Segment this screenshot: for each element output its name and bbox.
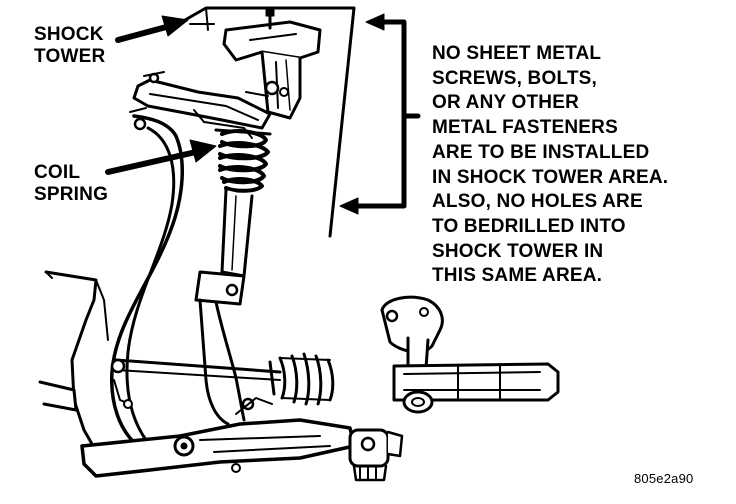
note-line: NO SHEET METAL bbox=[432, 43, 602, 64]
note-line: IN SHOCK TOWER AREA. bbox=[432, 166, 669, 188]
shock-tower-label-line-1: SHOCK bbox=[34, 24, 104, 45]
note-line: ARE TO BE INSTALLED bbox=[432, 141, 650, 163]
note-line: OR ANY OTHER bbox=[432, 92, 580, 114]
upper-control-arm bbox=[132, 71, 272, 139]
strut-body bbox=[194, 188, 254, 426]
note-line: TO BEDRILLED INTO bbox=[432, 215, 626, 237]
pipe-coupling bbox=[380, 295, 560, 414]
shock-tower-panel bbox=[176, 6, 356, 238]
subframe bbox=[38, 270, 109, 446]
coil-spring-arrow bbox=[105, 139, 217, 175]
note-line: SCREWS, BOLTS, bbox=[432, 67, 598, 89]
shock-tower-label: SHOCK TOWER bbox=[34, 24, 105, 68]
lower-control-arm bbox=[80, 397, 356, 478]
note-line: SHOCK TOWER IN bbox=[432, 240, 604, 262]
note-line: THIS SAME AREA. bbox=[432, 265, 603, 287]
coil-spring-label-line-1: COIL bbox=[34, 162, 81, 183]
coil-spring-label-line-2: SPRING bbox=[34, 184, 109, 205]
note-line: ALSO, NO HOLES ARE bbox=[432, 191, 643, 213]
tie-rod bbox=[110, 358, 282, 409]
coil-spring-label: COIL SPRING bbox=[34, 162, 108, 206]
strut-upper-mount bbox=[222, 8, 322, 120]
cv-boot bbox=[268, 352, 335, 406]
shock-tower-label-line-2: TOWER bbox=[34, 46, 106, 67]
coil-spring bbox=[214, 128, 272, 193]
lower-bushing bbox=[348, 428, 404, 482]
note-line: METAL FASTENERS bbox=[432, 117, 618, 139]
figure-id: 805e2a90 bbox=[634, 471, 694, 486]
installation-warning-note: NO SHEET METAL SCREWS, BOLTS, OR ANY OTH… bbox=[432, 42, 732, 289]
shock-tower-arrow bbox=[115, 15, 189, 43]
area-bracket bbox=[339, 13, 421, 215]
